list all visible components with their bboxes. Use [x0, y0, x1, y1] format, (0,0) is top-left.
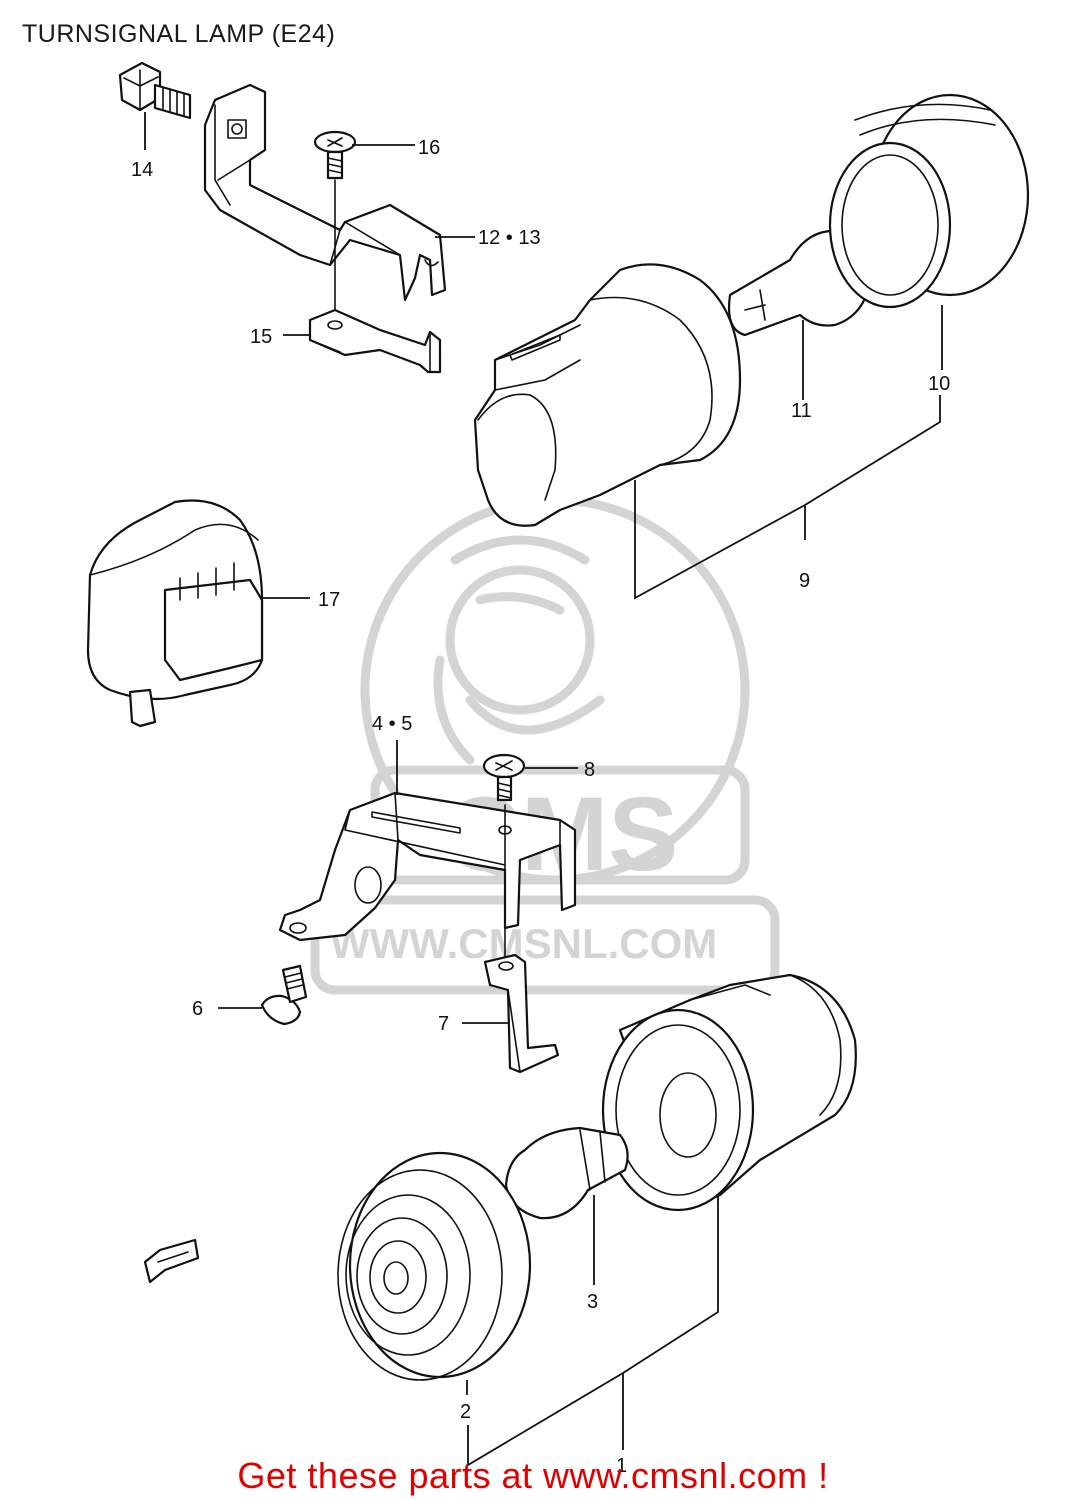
part-14-bolt [118, 61, 192, 150]
part-16-screw [313, 130, 415, 321]
callout-7: 7 [438, 1013, 449, 1035]
callout-10: 10 [928, 373, 950, 395]
watermark-url: WWW.CMSNL.COM [330, 920, 717, 967]
part-3-bulb [504, 1126, 629, 1285]
part-9-lamp-housing [473, 263, 742, 527]
part-1-group-line [467, 1195, 719, 1467]
diagram-title: TURNSIGNAL LAMP (E24) [22, 20, 336, 48]
part-9-group-line [634, 395, 941, 600]
callout-14: 14 [131, 159, 153, 181]
callout-17: 17 [318, 589, 340, 611]
part-15-plate [283, 308, 442, 374]
part-17-relay [86, 499, 310, 728]
callout-2: 2 [460, 1401, 471, 1423]
cms-watermark: CMS WWW.CMSNL.COM [310, 495, 780, 995]
part-8-screw [482, 753, 578, 802]
callout-4-5: 4 • 5 [372, 713, 412, 735]
callout-11: 11 [791, 400, 812, 422]
callout-3: 3 [587, 1291, 598, 1313]
part-2-lens [337, 1151, 532, 1395]
callout-9: 9 [799, 570, 810, 592]
callout-8: 8 [584, 759, 595, 781]
part-10-lens [828, 93, 1030, 370]
part-6-screw [218, 964, 308, 1026]
get-parts-link[interactable]: Get these parts at www.cmsnl.com ! [237, 1455, 829, 1496]
callout-15: 15 [250, 326, 272, 348]
callout-6: 6 [192, 998, 203, 1020]
part-4-5-main-bracket [278, 740, 577, 961]
part-12-13-bracket [203, 83, 475, 302]
part-1-lamp-housing [601, 973, 857, 1212]
callout-16: 16 [418, 137, 440, 159]
callout-12-13: 12 • 13 [478, 227, 541, 249]
part-7-plate [462, 953, 560, 1074]
callout-1: 1 [616, 1455, 627, 1477]
forward-arrow-icon [143, 1238, 200, 1284]
